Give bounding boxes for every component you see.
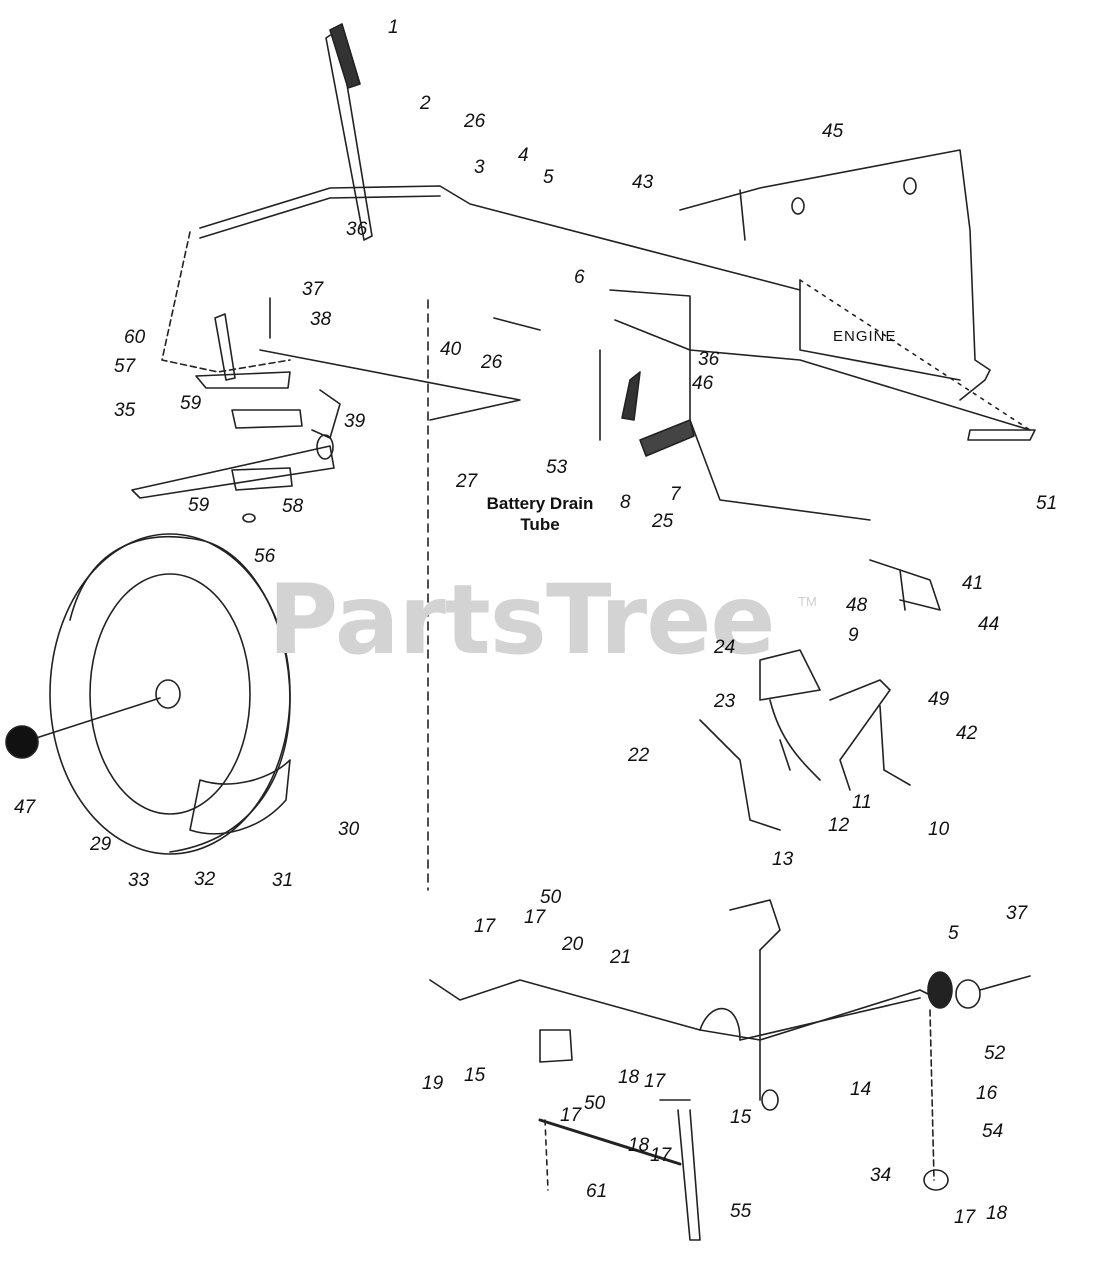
front-axle	[429, 979, 941, 1041]
callout-18b: 18	[628, 1135, 650, 1156]
callout-55: 55	[730, 1201, 752, 1222]
battery-label-line-2: Tube	[520, 515, 560, 534]
callout-40: 40	[440, 339, 462, 360]
tie-rod	[538, 1118, 682, 1166]
callout-17c: 17	[644, 1071, 666, 1092]
callout-37: 37	[302, 279, 324, 300]
callout-5b: 5	[948, 923, 959, 944]
callout-17e: 17	[650, 1145, 672, 1166]
callout-57: 57	[114, 356, 136, 377]
callout-30: 30	[338, 819, 360, 840]
engine-block	[679, 149, 991, 401]
callout-42: 42	[956, 723, 978, 744]
callout-6: 6	[574, 267, 585, 288]
callout-17b: 17	[474, 916, 496, 937]
callout-18: 18	[618, 1067, 640, 1088]
callout-23: 23	[714, 691, 736, 712]
callout-36: 36	[346, 219, 368, 240]
callout-17f: 17	[954, 1207, 976, 1228]
engine-label: ENGINE	[833, 328, 897, 345]
callout-24: 24	[714, 637, 736, 658]
callout-27: 27	[456, 471, 478, 492]
callout-50: 50	[540, 887, 562, 908]
callout-18c: 18	[986, 1203, 1008, 1224]
callout-43: 43	[632, 172, 654, 193]
callout-26: 26	[464, 111, 486, 132]
steering-arm	[829, 679, 891, 791]
battery-drain-tube	[639, 419, 695, 457]
callout-32: 32	[194, 869, 216, 890]
callout-61: 61	[586, 1181, 608, 1202]
parts-tree-watermark: PartsTree	[268, 564, 775, 676]
callout-48: 48	[846, 595, 868, 616]
callout-38: 38	[310, 309, 332, 330]
callout-51: 51	[1036, 493, 1058, 514]
callout-19: 19	[422, 1073, 444, 1094]
callout-13: 13	[772, 849, 794, 870]
callout-14: 14	[850, 1079, 872, 1100]
callout-53: 53	[546, 457, 568, 478]
wheel	[5, 533, 291, 855]
battery-drain-tube-label: Battery Drain Tube	[470, 493, 610, 535]
callout-33: 33	[128, 870, 150, 891]
callout-46: 46	[692, 373, 714, 394]
callout-44: 44	[978, 614, 1000, 635]
callout-11: 11	[852, 792, 872, 813]
callout-59b: 59	[188, 495, 210, 516]
callout-36b: 36	[698, 349, 720, 370]
battery-label-line-1: Battery Drain	[486, 494, 594, 513]
callout-35: 35	[114, 400, 136, 421]
callout-16: 16	[976, 1083, 998, 1104]
callout-54: 54	[982, 1121, 1004, 1142]
trademark-mark: TM	[798, 594, 817, 609]
callout-47: 47	[14, 797, 36, 818]
callout-31: 31	[272, 870, 294, 891]
callout-21: 21	[610, 947, 632, 968]
callout-41: 41	[962, 573, 984, 594]
callout-7: 7	[670, 484, 681, 505]
callout-52: 52	[984, 1043, 1006, 1064]
callout-60: 60	[124, 327, 146, 348]
callout-26b: 26	[481, 352, 503, 373]
callout-25: 25	[652, 511, 674, 532]
callout-4: 4	[518, 145, 529, 166]
callout-3: 3	[474, 157, 485, 178]
axle-shaft	[131, 445, 335, 499]
callout-50b: 50	[584, 1093, 606, 1114]
upper-frame	[199, 185, 801, 291]
callout-12: 12	[828, 815, 850, 836]
callout-59: 59	[180, 393, 202, 414]
callout-8: 8	[620, 492, 631, 513]
callout-37b: 37	[1006, 903, 1028, 924]
callout-58: 58	[282, 496, 304, 517]
callout-22: 22	[628, 745, 650, 766]
callout-20: 20	[562, 934, 584, 955]
callout-1: 1	[388, 17, 399, 38]
callout-10: 10	[928, 819, 950, 840]
callout-9: 9	[848, 625, 859, 646]
callout-5: 5	[543, 167, 554, 188]
callout-2: 2	[420, 93, 431, 114]
callout-17: 17	[524, 907, 546, 928]
callout-17d: 17	[560, 1105, 582, 1126]
callout-45: 45	[822, 121, 844, 142]
callout-34: 34	[870, 1165, 892, 1186]
callout-56: 56	[254, 546, 276, 567]
callout-39: 39	[344, 411, 366, 432]
callout-29: 29	[90, 834, 112, 855]
callout-15b: 15	[730, 1107, 752, 1128]
callout-15: 15	[464, 1065, 486, 1086]
callout-49: 49	[928, 689, 950, 710]
